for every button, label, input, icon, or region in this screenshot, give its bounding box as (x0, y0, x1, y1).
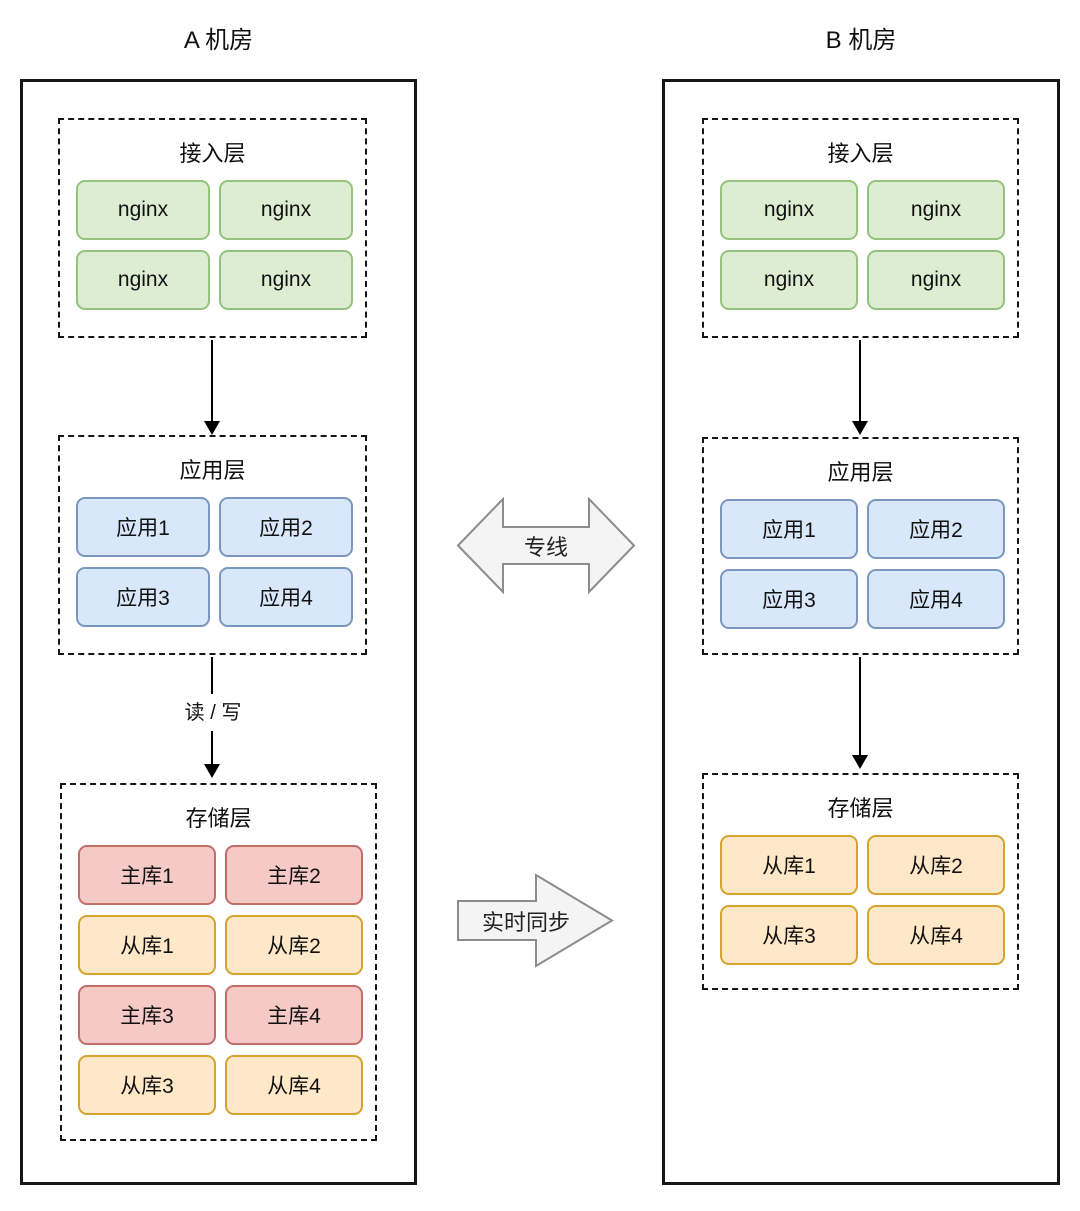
a-app-node-4: 应用4 (219, 567, 353, 627)
a-master-db-2: 主库2 (225, 845, 363, 905)
realtime-sync-label: 实时同步 (481, 909, 570, 935)
b-app-node-4: 应用4 (867, 569, 1005, 629)
b-slave-db-2: 从库2 (867, 835, 1005, 895)
b-storage-layer: 存储层 从库1 从库2 从库3 从库4 (702, 773, 1019, 990)
b-app-node-2: 应用2 (867, 499, 1005, 559)
a-master-db-3: 主库3 (78, 985, 216, 1045)
a-app-to-storage-arrow-head (204, 764, 220, 778)
b-access-to-app-arrow-line (859, 340, 861, 421)
realtime-sync-arrow: 实时同步 (456, 873, 614, 968)
b-app-to-storage-arrow-line (859, 657, 861, 755)
b-storage-layer-label: 存储层 (827, 796, 894, 821)
a-app-layer-label: 应用层 (179, 458, 246, 483)
b-slave-db-4: 从库4 (867, 905, 1005, 965)
datacenter-a-title: A 机房 (183, 27, 254, 54)
a-slave-db-4: 从库4 (225, 1055, 363, 1115)
a-nginx-node-1: nginx (76, 180, 210, 240)
a-app-to-storage-arrow-line-top (211, 657, 213, 694)
datacenter-b-title: B 机房 (825, 27, 897, 54)
a-access-to-app-arrow-line (211, 340, 213, 421)
b-nginx-node-3: nginx (720, 250, 858, 310)
a-storage-layer-label: 存储层 (185, 806, 252, 831)
a-slave-db-2: 从库2 (225, 915, 363, 975)
dedicated-line-arrow-shape (456, 496, 636, 595)
a-master-db-1: 主库1 (78, 845, 216, 905)
a-access-to-app-arrow-head (204, 421, 220, 435)
a-app-nodes: 应用1 应用2 应用3 应用4 (60, 485, 365, 627)
b-storage-nodes: 从库1 从库2 从库3 从库4 (704, 823, 1017, 965)
a-app-node-3: 应用3 (76, 567, 210, 627)
b-app-layer-label: 应用层 (827, 460, 894, 485)
a-storage-nodes: 主库1 主库2 从库1 从库2 主库3 主库4 从库3 从库4 (62, 833, 375, 1115)
b-app-node-3: 应用3 (720, 569, 858, 629)
realtime-sync-arrow-shape (457, 873, 614, 968)
a-storage-layer: 存储层 主库1 主库2 从库1 从库2 主库3 主库4 从库3 从库4 (60, 783, 377, 1141)
a-app-node-2: 应用2 (219, 497, 353, 557)
a-access-layer-label: 接入层 (179, 141, 246, 166)
b-access-layer-label: 接入层 (827, 141, 894, 166)
a-app-to-storage-arrow-line-bottom (211, 731, 213, 764)
a-master-db-4: 主库4 (225, 985, 363, 1045)
a-access-layer: 接入层 nginx nginx nginx nginx (58, 118, 367, 338)
a-nginx-node-3: nginx (76, 250, 210, 310)
b-slave-db-3: 从库3 (720, 905, 858, 965)
dedicated-line-arrow: 专线 (456, 496, 636, 595)
b-app-nodes: 应用1 应用2 应用3 应用4 (704, 487, 1017, 629)
a-nginx-node-4: nginx (219, 250, 353, 310)
a-slave-db-3: 从库3 (78, 1055, 216, 1115)
a-read-write-label: 读 / 写 (168, 701, 258, 725)
b-nginx-node-1: nginx (720, 180, 858, 240)
b-access-nodes: nginx nginx nginx nginx (704, 168, 1017, 310)
b-nginx-node-2: nginx (867, 180, 1005, 240)
b-app-node-1: 应用1 (720, 499, 858, 559)
dedicated-line-label: 专线 (523, 534, 568, 560)
a-access-nodes: nginx nginx nginx nginx (60, 168, 365, 310)
a-app-layer: 应用层 应用1 应用2 应用3 应用4 (58, 435, 367, 655)
a-nginx-node-2: nginx (219, 180, 353, 240)
b-access-to-app-arrow-head (852, 421, 868, 435)
b-app-layer: 应用层 应用1 应用2 应用3 应用4 (702, 437, 1019, 655)
b-nginx-node-4: nginx (867, 250, 1005, 310)
b-access-layer: 接入层 nginx nginx nginx nginx (702, 118, 1019, 338)
b-app-to-storage-arrow-head (852, 755, 868, 769)
a-slave-db-1: 从库1 (78, 915, 216, 975)
a-app-node-1: 应用1 (76, 497, 210, 557)
b-slave-db-1: 从库1 (720, 835, 858, 895)
